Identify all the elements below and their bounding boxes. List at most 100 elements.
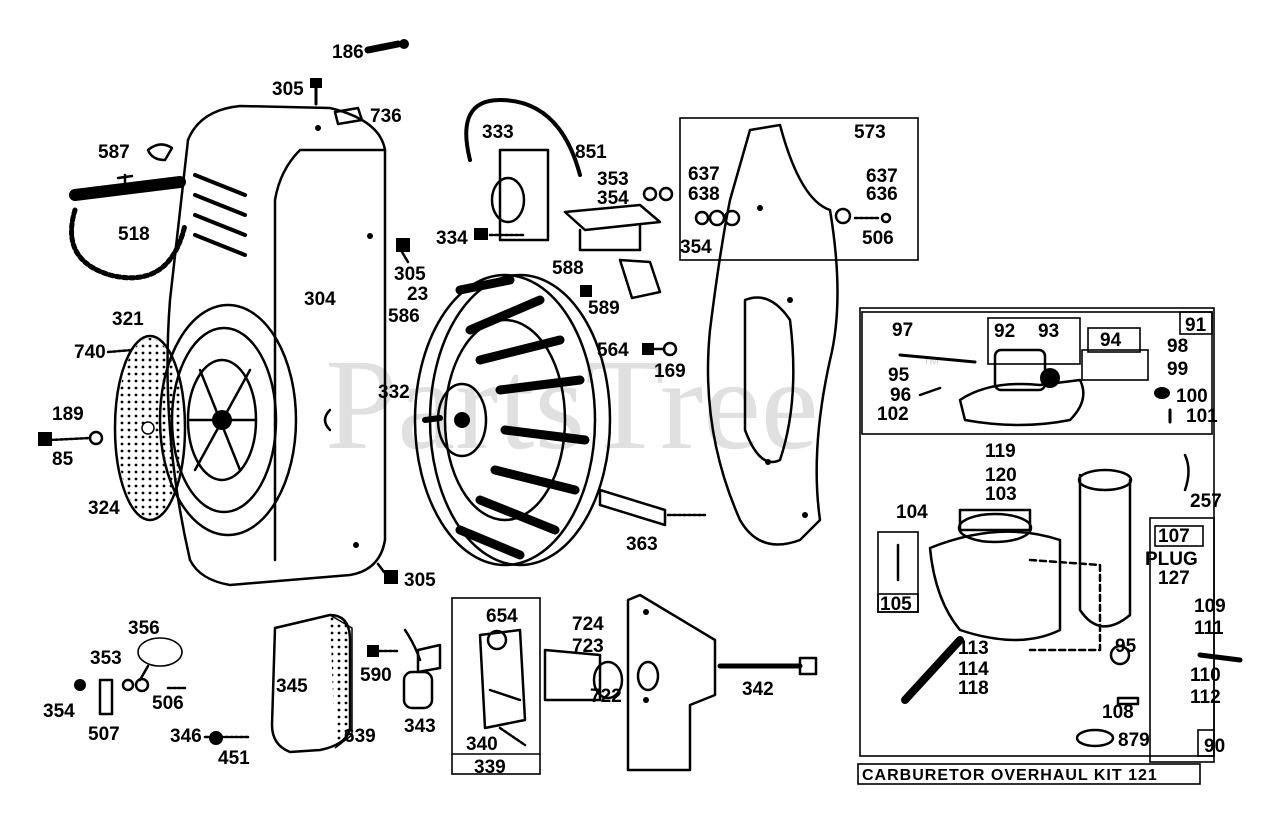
label-332: 332 — [378, 382, 410, 403]
plug-caption: PLUG — [1145, 549, 1198, 570]
label-120: 120 — [985, 465, 1017, 486]
label-353: 353 — [597, 169, 629, 190]
clip-736 — [333, 106, 364, 126]
label-97: 97 — [892, 320, 913, 341]
label-186: 186 — [332, 42, 364, 63]
breaker-box-339 — [451, 597, 541, 775]
label-654: 654 — [486, 606, 518, 627]
label-356: 356 — [128, 618, 160, 639]
air-cleaner-345 — [203, 613, 353, 754]
label-98: 98 — [1167, 336, 1188, 357]
label-113: 113 — [958, 638, 989, 659]
label-95: 95 — [888, 365, 910, 386]
screw-305-mid — [396, 238, 410, 264]
label-305-mid: 305 — [394, 264, 426, 285]
bracket-363 — [598, 488, 707, 527]
clip-587 — [146, 143, 174, 162]
label-100: 100 — [1176, 386, 1208, 407]
rotating-screen — [113, 334, 187, 522]
bracket-588 — [563, 203, 662, 300]
label-722: 722 — [590, 686, 622, 707]
label-324: 324 — [88, 498, 120, 519]
kit-caption-box — [857, 763, 1201, 785]
label-564: 564 — [597, 340, 629, 361]
label-94: 94 — [1100, 330, 1122, 351]
label-107: 107 — [1158, 526, 1190, 547]
label-333: 333 — [482, 122, 514, 143]
label-851: 851 — [575, 142, 607, 163]
label-740: 740 — [74, 342, 106, 363]
label-636: 636 — [866, 184, 898, 205]
label-118: 118 — [958, 678, 989, 699]
label-590: 590 — [360, 665, 392, 686]
blower-housing — [166, 104, 387, 587]
label-109: 109 — [1194, 596, 1226, 617]
label-104: 104 — [896, 502, 928, 523]
label-342: 342 — [742, 679, 774, 700]
condenser-343 — [402, 628, 442, 710]
label-108: 108 — [1102, 702, 1134, 723]
label-506: 506 — [862, 228, 894, 249]
label-23: 23 — [407, 284, 428, 305]
label-723: 723 — [572, 636, 604, 657]
label-507: 507 — [88, 724, 120, 745]
label-111: 111 — [1194, 618, 1224, 639]
label-334: 334 — [436, 228, 468, 249]
label-639: 639 — [344, 726, 376, 747]
label-736: 736 — [370, 106, 402, 127]
label-96: 96 — [890, 385, 911, 406]
label-724: 724 — [572, 614, 604, 635]
label-354: 354 — [597, 188, 629, 209]
label-586: 586 — [388, 306, 420, 327]
screw-305-bottom — [376, 562, 398, 584]
label-637-b: 637 — [866, 166, 898, 187]
label-110: 110 — [1190, 665, 1221, 686]
label-189: 189 — [52, 404, 84, 425]
label-99: 99 — [1167, 359, 1188, 380]
label-92: 92 — [994, 321, 1015, 342]
label-346: 346 — [170, 726, 202, 747]
label-119: 119 — [985, 441, 1016, 462]
label-343: 343 — [404, 716, 436, 737]
label-339: 339 — [474, 757, 506, 778]
cover-plate — [626, 593, 717, 772]
screw-305-top — [310, 78, 322, 106]
screw-186 — [364, 39, 409, 54]
label-304: 304 — [304, 289, 336, 310]
labels: 186 305 736 587 518 304 321 740 189 85 3… — [43, 42, 1226, 784]
label-879: 879 — [1118, 730, 1150, 751]
label-638: 638 — [688, 184, 720, 205]
label-354-c: 354 — [43, 701, 75, 722]
label-354-b: 354 — [680, 237, 712, 258]
label-95-b: 95 — [1115, 636, 1137, 657]
label-103: 103 — [985, 484, 1017, 505]
label-573: 573 — [854, 122, 886, 143]
needle-box-105 — [877, 531, 919, 613]
washers-637-638 — [694, 207, 892, 227]
label-518: 518 — [118, 224, 150, 245]
label-257: 257 — [1190, 491, 1222, 512]
watermark: PartsTree — [325, 333, 819, 477]
gasket-356-items — [74, 637, 187, 716]
label-340: 340 — [466, 734, 498, 755]
label-93: 93 — [1038, 321, 1059, 342]
label-112: 112 — [1190, 687, 1221, 708]
label-127: 127 — [1158, 568, 1190, 589]
screw-342 — [717, 656, 818, 676]
label-451: 451 — [218, 748, 250, 769]
screw-189 — [38, 430, 104, 446]
starter-handle-rope — [69, 173, 188, 281]
label-588: 588 — [552, 258, 584, 279]
label-169: 169 — [654, 361, 686, 382]
label-90: 90 — [1204, 736, 1225, 757]
baffle-plate — [679, 117, 919, 546]
label-637: 637 — [688, 164, 720, 185]
label-345: 345 — [276, 676, 308, 697]
label-353-b: 353 — [90, 648, 122, 669]
label-91: 91 — [1185, 315, 1207, 336]
label-102: 102 — [877, 404, 909, 425]
screw-590 — [367, 645, 400, 657]
label-589: 589 — [588, 298, 620, 319]
screw-740 — [106, 348, 134, 354]
